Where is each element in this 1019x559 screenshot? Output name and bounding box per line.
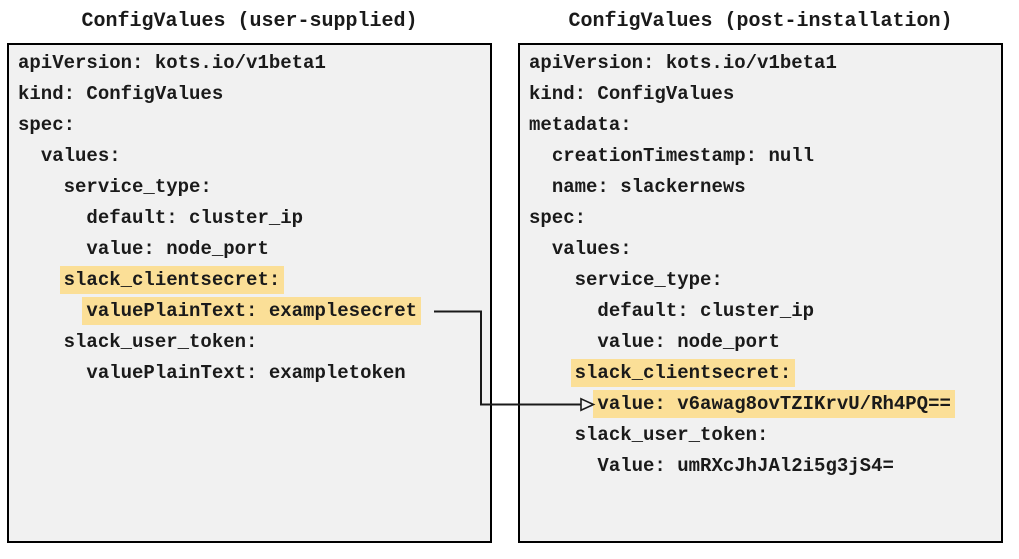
code-line: apiVersion: kots.io/v1beta1 bbox=[529, 48, 1001, 79]
code-line: name: slackernews bbox=[529, 172, 1001, 203]
code-line: spec: bbox=[529, 203, 1001, 234]
code-text: creationTimestamp: null bbox=[551, 145, 815, 167]
code-indent bbox=[529, 300, 597, 322]
code-text: kind: ConfigValues bbox=[18, 83, 224, 105]
code-text: default: cluster_ip bbox=[86, 207, 304, 229]
code-indent bbox=[529, 145, 552, 167]
code-line: values: bbox=[18, 141, 490, 172]
code-text: service_type: bbox=[574, 269, 723, 291]
code-indent bbox=[18, 207, 86, 229]
code-text: name: slackernews bbox=[551, 176, 746, 198]
code-indent bbox=[18, 238, 86, 260]
code-text: slack_user_token: bbox=[574, 424, 769, 446]
user-supplied-config-panel: apiVersion: kots.io/v1beta1 kind: ConfigV… bbox=[7, 43, 492, 543]
code-indent bbox=[18, 269, 64, 291]
code-line: value: node_port bbox=[18, 234, 490, 265]
code-text: apiVersion: kots.io/v1beta1 bbox=[18, 52, 326, 74]
code-line: values: bbox=[529, 234, 1001, 265]
code-indent bbox=[529, 331, 597, 353]
code-line: slack_user_token: bbox=[18, 327, 490, 358]
code-text: apiVersion: kots.io/v1beta1 bbox=[529, 52, 837, 74]
code-line: kind: ConfigValues bbox=[18, 79, 490, 110]
code-text: slack_user_token: bbox=[63, 331, 258, 353]
code-line: service_type: bbox=[529, 265, 1001, 296]
post-installation-panel-title: ConfigValues (post-installation) bbox=[568, 10, 953, 33]
code-text: default: cluster_ip bbox=[597, 300, 815, 322]
code-text: valuePlainText: exampletoken bbox=[86, 362, 406, 384]
code-line: service_type: bbox=[18, 172, 490, 203]
code-text: Value: umRXcJhJAl2i5g3jS4= bbox=[597, 455, 894, 477]
code-text: value: node_port bbox=[86, 238, 269, 260]
code-indent bbox=[529, 362, 575, 384]
code-indent bbox=[18, 145, 41, 167]
code-line: Value: umRXcJhJAl2i5g3jS4= bbox=[529, 451, 1001, 482]
code-indent bbox=[529, 424, 575, 446]
code-line: default: cluster_ip bbox=[529, 296, 1001, 327]
highlighted-code-text: slack_clientsecret: bbox=[59, 266, 285, 294]
code-indent bbox=[18, 300, 86, 322]
code-indent bbox=[529, 455, 597, 477]
code-indent bbox=[18, 331, 64, 353]
code-text: spec: bbox=[18, 114, 76, 136]
code-indent bbox=[529, 393, 597, 415]
code-text: kind: ConfigValues bbox=[529, 83, 735, 105]
code-line: slack_clientsecret: bbox=[529, 358, 1001, 389]
code-indent bbox=[18, 362, 86, 384]
code-line: apiVersion: kots.io/v1beta1 bbox=[18, 48, 490, 79]
code-line: value: v6awag8ovTZIKrvU/Rh4PQ== bbox=[529, 389, 1001, 420]
highlighted-code-text: slack_clientsecret: bbox=[570, 359, 796, 387]
post-installation-config-panel: apiVersion: kots.io/v1beta1 kind: ConfigV… bbox=[518, 43, 1003, 543]
code-text: value: node_port bbox=[597, 331, 780, 353]
code-indent bbox=[529, 269, 575, 291]
code-indent bbox=[529, 238, 552, 260]
code-text: values: bbox=[551, 238, 632, 260]
code-line: kind: ConfigValues bbox=[529, 79, 1001, 110]
code-line: slack_clientsecret: bbox=[18, 265, 490, 296]
code-line: valuePlainText: exampletoken bbox=[18, 358, 490, 389]
code-indent bbox=[18, 176, 64, 198]
highlighted-code-text: value: v6awag8ovTZIKrvU/Rh4PQ== bbox=[593, 390, 955, 418]
code-line: metadata: bbox=[529, 110, 1001, 141]
code-text: spec: bbox=[529, 207, 587, 229]
code-text: service_type: bbox=[63, 176, 212, 198]
code-text: values: bbox=[40, 145, 121, 167]
code-line: spec: bbox=[18, 110, 490, 141]
code-text: metadata: bbox=[529, 114, 632, 136]
code-line: valuePlainText: examplesecret bbox=[18, 296, 490, 327]
code-line: default: cluster_ip bbox=[18, 203, 490, 234]
highlighted-code-text: valuePlainText: examplesecret bbox=[82, 297, 422, 325]
code-line: value: node_port bbox=[529, 327, 1001, 358]
user-supplied-panel-title: ConfigValues (user-supplied) bbox=[81, 10, 418, 33]
code-indent bbox=[529, 176, 552, 198]
code-line: creationTimestamp: null bbox=[529, 141, 1001, 172]
code-line: slack_user_token: bbox=[529, 420, 1001, 451]
